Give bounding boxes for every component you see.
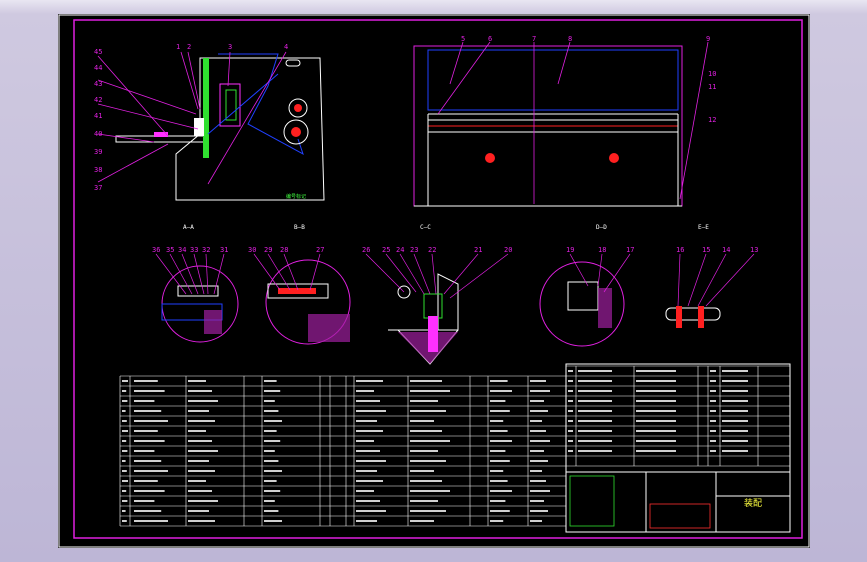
balloon: 28 (280, 246, 288, 254)
balloon: 4 (284, 43, 288, 51)
balloon: 44 (94, 64, 102, 72)
balloon: 27 (316, 246, 324, 254)
balloon: 23 (410, 246, 418, 254)
drawing-title: 装配 (744, 497, 762, 509)
balloon: 34 (178, 246, 186, 254)
balloon: 29 (264, 246, 272, 254)
balloon: 16 (676, 246, 684, 254)
balloons-detail: 36 35 34 33 32 31 30 29 28 27 26 25 24 2… (152, 246, 758, 254)
balloon: 11 (708, 83, 716, 91)
balloon: 26 (362, 246, 370, 254)
balloon: 1 (176, 43, 180, 51)
balloon: 45 (94, 48, 102, 56)
parts-list (119, 365, 791, 527)
title-block: 装配 (565, 363, 791, 533)
balloon: 36 (152, 246, 160, 254)
balloon: 17 (626, 246, 634, 254)
balloon: 14 (722, 246, 730, 254)
balloon: 8 (568, 35, 572, 43)
balloon: 13 (750, 246, 758, 254)
section-label: E—E (698, 224, 709, 231)
balloon: 40 (94, 130, 102, 138)
balloon: 41 (94, 112, 102, 120)
balloon: 19 (566, 246, 574, 254)
svg-text:编号标记: 编号标记 (286, 193, 306, 200)
balloon: 7 (532, 35, 536, 43)
section-label: B—B (294, 224, 305, 231)
balloon: 24 (396, 246, 404, 254)
section-label: C—C (420, 224, 431, 231)
leader-lines-top (97, 41, 709, 204)
balloon: 37 (94, 184, 102, 192)
balloon: 18 (598, 246, 606, 254)
balloon: 22 (428, 246, 436, 254)
balloon: 38 (94, 166, 102, 174)
balloon: 2 (187, 43, 191, 51)
section-label: A—A (183, 224, 194, 231)
balloons-left: 45 44 43 42 41 40 39 38 37 (94, 48, 102, 192)
inner-frame (73, 19, 803, 539)
balloon: 35 (166, 246, 174, 254)
balloon: 39 (94, 148, 102, 156)
drawing-canvas[interactable]: 编号标记 (58, 14, 810, 548)
outer-frame (58, 14, 810, 548)
balloon: 10 (708, 70, 716, 78)
balloon: 31 (220, 246, 228, 254)
balloon: 15 (702, 246, 710, 254)
section-labels: A—A B—B C—C D—D E—E (183, 224, 709, 231)
balloon: 43 (94, 80, 102, 88)
balloon: 32 (202, 246, 210, 254)
side-view (413, 45, 683, 207)
balloon: 33 (190, 246, 198, 254)
balloon: 9 (706, 35, 710, 43)
balloon: 21 (474, 246, 482, 254)
balloons-main: 1 2 3 4 5 6 7 8 9 10 11 12 (176, 35, 716, 124)
balloon: 25 (382, 246, 390, 254)
balloon: 5 (461, 35, 465, 43)
front-view: 编号标记 (115, 53, 325, 201)
balloon: 6 (488, 35, 492, 43)
balloon: 30 (248, 246, 256, 254)
balloon: 3 (228, 43, 232, 51)
leader-lines-detail (155, 253, 755, 307)
balloon: 12 (708, 116, 716, 124)
balloon: 20 (504, 246, 512, 254)
section-details (161, 259, 721, 365)
balloon: 42 (94, 96, 102, 104)
section-label: D—D (596, 224, 607, 231)
drawing-svg: 编号标记 (58, 14, 810, 548)
